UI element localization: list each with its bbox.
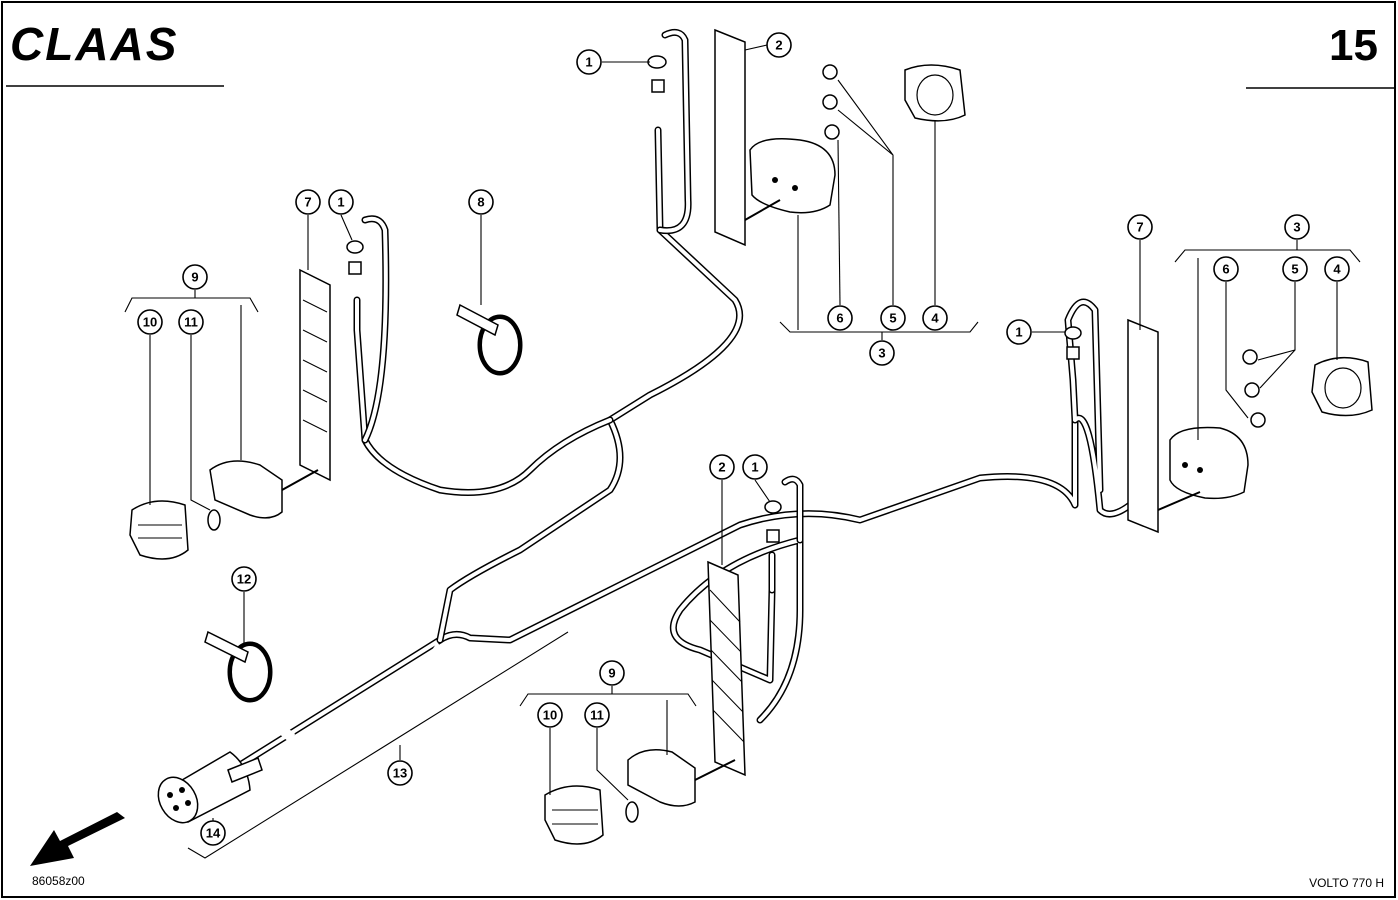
- svg-text:3: 3: [878, 346, 885, 361]
- reflector-strip-bottom: [707, 560, 746, 777]
- svg-text:13: 13: [393, 766, 407, 781]
- callout-5: 5: [1282, 256, 1308, 282]
- callout-14: 14: [200, 820, 226, 846]
- brand-logo: CLAAS: [10, 18, 178, 70]
- model-name: VOLTO 770 H: [1309, 876, 1384, 890]
- svg-text:8: 8: [477, 195, 484, 210]
- trailer-plug: [157, 751, 263, 824]
- callout-12: 12: [231, 566, 257, 592]
- callout-1: 1: [1006, 319, 1032, 345]
- callout-13: 13: [387, 760, 413, 786]
- rear-lamp-right: [1157, 426, 1249, 511]
- callout-11: 11: [584, 702, 610, 728]
- svg-text:10: 10: [143, 315, 157, 330]
- callout-3: 3: [869, 340, 895, 366]
- svg-text:1: 1: [337, 195, 344, 210]
- callout-3: 3: [1284, 214, 1310, 240]
- svg-text:11: 11: [590, 708, 604, 723]
- grommets: [346, 55, 1082, 543]
- lamp-lens-top: [904, 64, 966, 122]
- callout-4: 4: [1324, 256, 1350, 282]
- callout-7: 7: [295, 189, 321, 215]
- callout-2: 2: [709, 454, 735, 480]
- lamp-lens-right: [1311, 356, 1373, 417]
- svg-text:5: 5: [1291, 262, 1298, 277]
- callout-1: 1: [328, 189, 354, 215]
- callout-9: 9: [599, 660, 625, 686]
- svg-text:9: 9: [191, 270, 198, 285]
- svg-text:14: 14: [206, 826, 221, 841]
- reflector-strip-left: [299, 268, 331, 482]
- callout-1: 1: [742, 454, 768, 480]
- marker-lamp-left: [209, 460, 319, 519]
- drawing-code: 86058z00: [32, 874, 85, 888]
- svg-text:1: 1: [585, 55, 592, 70]
- callout-5: 5: [880, 305, 906, 331]
- svg-text:4: 4: [1333, 262, 1341, 277]
- callout-1: 1: [576, 49, 602, 75]
- svg-text:7: 7: [304, 195, 311, 210]
- callout-10: 10: [537, 702, 563, 728]
- svg-text:9: 9: [608, 666, 615, 681]
- marker-lens-bottom: [544, 785, 604, 845]
- svg-text:6: 6: [1222, 262, 1229, 277]
- callout-11: 11: [178, 309, 204, 335]
- rear-lamp-top: [744, 138, 836, 221]
- svg-text:1: 1: [1015, 325, 1022, 340]
- svg-text:4: 4: [931, 311, 939, 326]
- page-number: 15: [1329, 21, 1378, 70]
- marker-lamp-bottom: [627, 749, 736, 807]
- svg-text:3: 3: [1293, 220, 1300, 235]
- svg-text:1: 1: [751, 460, 758, 475]
- main-harness: [196, 28, 1134, 794]
- svg-text:2: 2: [775, 38, 782, 53]
- callout-6: 6: [1213, 256, 1239, 282]
- svg-text:2: 2: [718, 460, 725, 475]
- svg-text:5: 5: [889, 311, 896, 326]
- svg-text:12: 12: [237, 572, 251, 587]
- callout-9: 9: [182, 264, 208, 290]
- callout-2: 2: [766, 32, 792, 58]
- travel-direction-arrow-icon: [30, 812, 125, 866]
- svg-text:7: 7: [1136, 220, 1143, 235]
- marker-lens-left: [129, 500, 189, 560]
- svg-text:6: 6: [836, 311, 843, 326]
- bulbs: [207, 64, 1266, 823]
- svg-text:11: 11: [184, 315, 198, 330]
- callout-4: 4: [922, 305, 948, 331]
- cable-tie-12: [204, 630, 273, 703]
- callout-6: 6: [827, 305, 853, 331]
- reflector-strip-right: [1127, 318, 1159, 534]
- svg-text:10: 10: [543, 708, 557, 723]
- callout-8: 8: [468, 189, 494, 215]
- reflector-strip-top: [714, 28, 746, 247]
- callout-10: 10: [137, 309, 163, 335]
- cable-tie-8: [456, 303, 523, 376]
- leader-lines: [124, 44, 1361, 859]
- callout-7: 7: [1127, 214, 1153, 240]
